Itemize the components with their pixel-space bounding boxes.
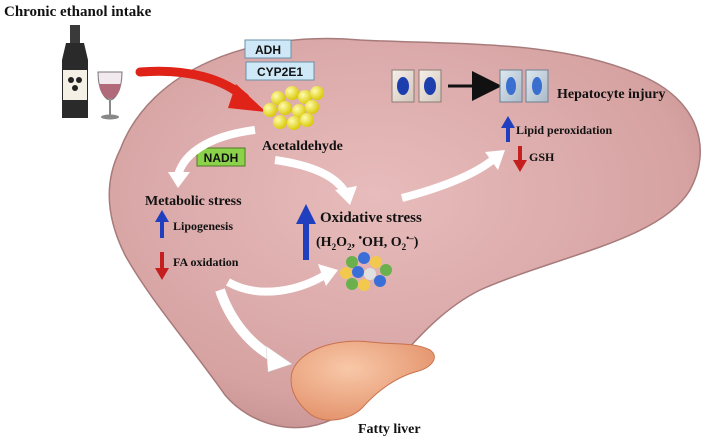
acetaldehyde-molecules-icon <box>263 86 324 130</box>
ros-formula: (H2O2, •OH, O2•–) <box>316 233 419 252</box>
white-arrow-to-metabolic <box>168 126 256 188</box>
fatty-liver-label: Fatty liver <box>358 422 421 437</box>
liver-shape <box>108 37 701 429</box>
wine-bottle-icon <box>62 25 88 118</box>
lipid-peroxidation-up-arrow <box>501 116 515 142</box>
ros-molecules-icon <box>340 252 392 291</box>
wine-glass-icon <box>97 71 123 120</box>
svg-text:ADH: ADH <box>255 43 281 57</box>
hepatocyte-injury-label: Hepatocyte injury <box>557 87 665 102</box>
injured-hepatocyte-cells-icon <box>499 69 549 103</box>
svg-text:CYP2E1: CYP2E1 <box>257 65 303 79</box>
white-arrow-to-fatty-liver <box>215 288 293 373</box>
hepatocyte-cells-icon <box>391 69 442 103</box>
lipogenesis-label: Lipogenesis <box>173 219 233 233</box>
gsh-label: GSH <box>529 150 555 164</box>
oxidative-stress-up-arrow <box>296 204 316 260</box>
lipogenesis-up-arrow <box>155 210 169 238</box>
svg-text:NADH: NADH <box>204 151 239 165</box>
white-arrow-to-hepatocyte <box>400 150 505 202</box>
fa-oxidation-label: FA oxidation <box>173 255 239 269</box>
oxidative-stress-label: Oxidative stress <box>320 210 422 226</box>
gsh-down-arrow <box>513 146 527 172</box>
adh-box: ADH <box>244 39 292 59</box>
cyp2e1-box: CYP2E1 <box>245 61 315 81</box>
fatty-liver-icon <box>290 340 435 421</box>
acetaldehyde-label: Acetaldehyde <box>262 139 343 154</box>
lipid-peroxidation-label: Lipid peroxidation <box>516 123 612 137</box>
metabolic-stress-label: Metabolic stress <box>145 194 242 209</box>
white-arrow-to-ros <box>226 264 338 296</box>
white-arrow-to-oxidative <box>274 156 357 205</box>
fa-oxidation-down-arrow <box>155 252 169 280</box>
nadh-box: NADH <box>196 147 246 167</box>
title: Chronic ethanol intake <box>4 4 152 20</box>
